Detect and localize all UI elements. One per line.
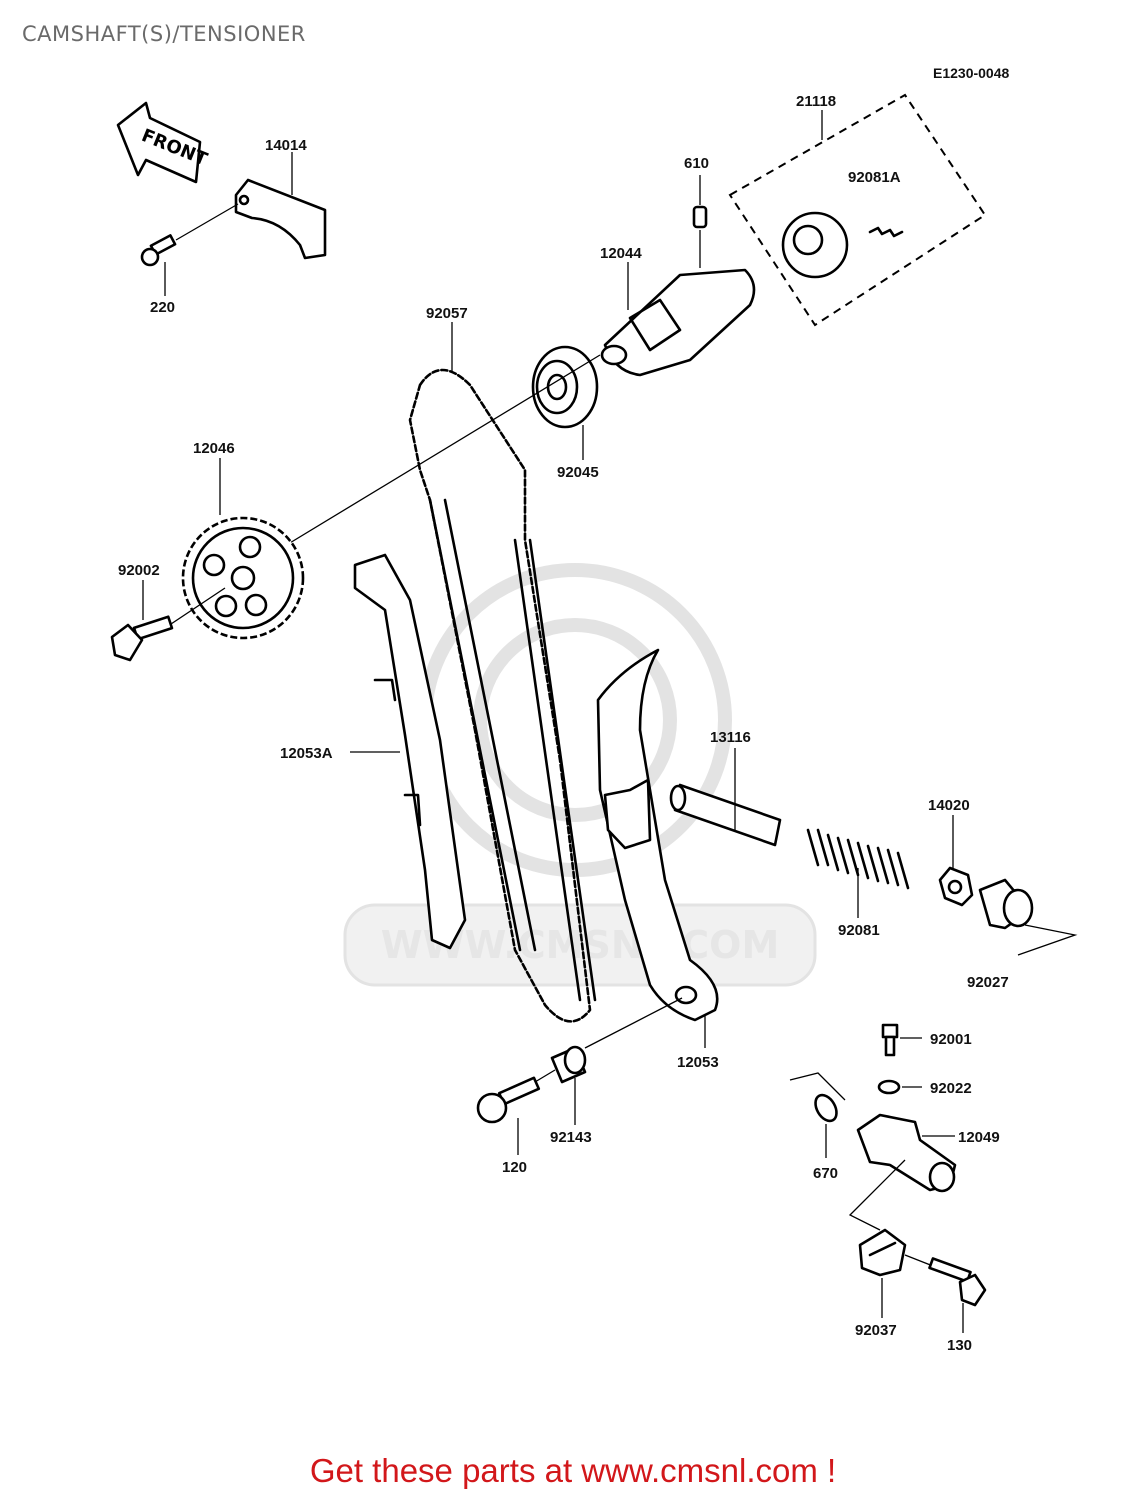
label-92001[interactable]: 92001 xyxy=(930,1031,972,1048)
label-12046[interactable]: 12046 xyxy=(193,440,235,457)
guide-12053A xyxy=(353,553,467,950)
collar-92027 xyxy=(978,878,1034,930)
bearing-92045 xyxy=(531,345,599,429)
screw-220 xyxy=(140,203,239,267)
label-610[interactable]: 610 xyxy=(684,155,709,172)
nut-14020 xyxy=(938,866,974,907)
spring-92081 xyxy=(806,828,910,890)
camshaft-12044 xyxy=(600,268,756,377)
bolt-92001 xyxy=(881,1023,899,1057)
clamp-92037 xyxy=(858,1228,907,1277)
oring-670 xyxy=(789,1072,846,1123)
label-670[interactable]: 670 xyxy=(813,1165,838,1182)
part-labels: 21118 610 92081A 14014 12044 220 92057 9… xyxy=(118,93,1009,1354)
label-14020[interactable]: 14020 xyxy=(928,797,970,814)
sprocket-12046 xyxy=(181,516,305,640)
label-21118[interactable]: 21118 xyxy=(796,93,836,110)
bolt-120 xyxy=(476,1069,556,1124)
diagram-ref: E1230-0048 xyxy=(933,65,1010,81)
dowel-610 xyxy=(692,205,708,229)
label-92081[interactable]: 92081 xyxy=(838,922,880,939)
box-21118 xyxy=(728,93,987,327)
diagram-title: CAMSHAFT(S)/TENSIONER xyxy=(22,22,306,46)
label-92027[interactable]: 92027 xyxy=(967,974,1009,991)
bolt-92002 xyxy=(110,587,226,662)
label-92037[interactable]: 92037 xyxy=(855,1322,897,1339)
label-130[interactable]: 130 xyxy=(947,1337,972,1354)
front-arrow-icon: FRONT xyxy=(116,101,211,184)
label-92057[interactable]: 92057 xyxy=(426,305,468,322)
label-92143[interactable]: 92143 xyxy=(550,1129,592,1146)
label-12049[interactable]: 12049 xyxy=(958,1129,1000,1146)
label-92002[interactable]: 92002 xyxy=(118,562,160,579)
washer-92022 xyxy=(877,1079,901,1095)
label-120[interactable]: 120 xyxy=(502,1159,527,1176)
label-220[interactable]: 220 xyxy=(150,299,175,316)
footer-link[interactable]: Get these parts at www.cmsnl.com ! xyxy=(309,1452,837,1489)
tensioner-arm-12053 xyxy=(596,648,719,1022)
label-12044[interactable]: 12044 xyxy=(600,245,642,262)
label-13116[interactable]: 13116 xyxy=(710,729,751,746)
label-14014[interactable]: 14014 xyxy=(265,137,307,154)
label-92022[interactable]: 92022 xyxy=(930,1080,972,1097)
collar-92143 xyxy=(550,1045,587,1084)
label-92045[interactable]: 92045 xyxy=(557,464,599,481)
label-92081A[interactable]: 92081A xyxy=(848,169,901,186)
cam-chain-92057 xyxy=(408,368,597,1023)
label-12053A[interactable]: 12053A xyxy=(280,745,333,762)
tensioner-12049 xyxy=(856,1113,957,1193)
bolt-130 xyxy=(904,1254,987,1307)
pin-13116 xyxy=(669,783,782,847)
label-12053[interactable]: 12053 xyxy=(677,1054,719,1071)
plate-14014 xyxy=(234,178,327,260)
